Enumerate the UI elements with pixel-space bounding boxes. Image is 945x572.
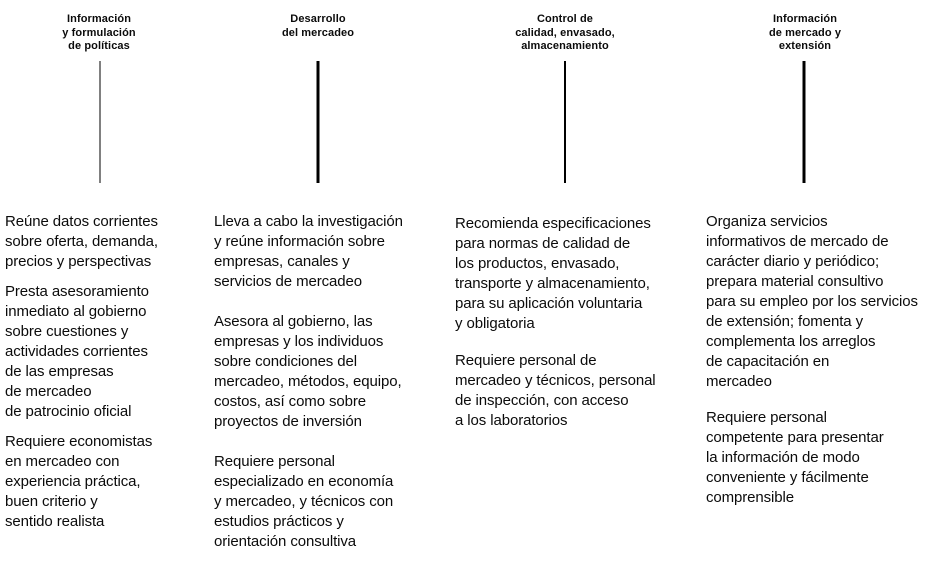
- paragraph-desarrollo-1: Lleva a cabo la investigación y reúne in…: [214, 213, 403, 290]
- paragraph-control-2: Requiere personal de mercadeo y técnicos…: [455, 352, 656, 429]
- column-body-info-mercado: Organiza servicios informativos de merca…: [706, 212, 936, 524]
- paragraph-info-mercado-1: Organiza servicios informativos de merca…: [706, 213, 918, 390]
- paragraph-politicas-3: Requiere economistas en mercadeo con exp…: [5, 433, 153, 530]
- paragraph-desarrollo-2: Asesora al gobierno, las empresas y los …: [214, 313, 402, 430]
- column-body-desarrollo: Lleva a cabo la investigación y reúne in…: [214, 212, 446, 572]
- paragraph-info-mercado-2: Requiere personal competente para presen…: [706, 409, 884, 506]
- paragraph-politicas-1: Reúne datos corrientes sobre oferta, dem…: [5, 213, 158, 270]
- column-header-desarrollo: Desarrollo del mercadeo: [281, 13, 355, 39]
- column-body-control-calidad: Recomienda especificaciones para normas …: [455, 214, 697, 448]
- connector-line-control-calidad: [564, 61, 566, 183]
- paragraph-control-1: Recomienda especificaciones para normas …: [455, 215, 651, 332]
- column-header-politicas: Información y formulación de políticas: [62, 13, 136, 52]
- paragraph-politicas-2: Presta asesoramiento inmediato al gobier…: [5, 283, 149, 420]
- paragraph-desarrollo-3: Requiere personal especializado en econo…: [214, 453, 394, 550]
- connector-line-desarrollo: [316, 61, 320, 183]
- connector-line-info-mercado: [802, 61, 806, 183]
- connector-line-politicas: [99, 61, 101, 183]
- column-header-info-mercado: Información de mercado y extensión: [768, 13, 842, 52]
- column-header-control-calidad: Control de calidad, envasado, almacenami…: [515, 13, 615, 52]
- column-body-politicas: Reúne datos corrientes sobre oferta, dem…: [5, 212, 211, 542]
